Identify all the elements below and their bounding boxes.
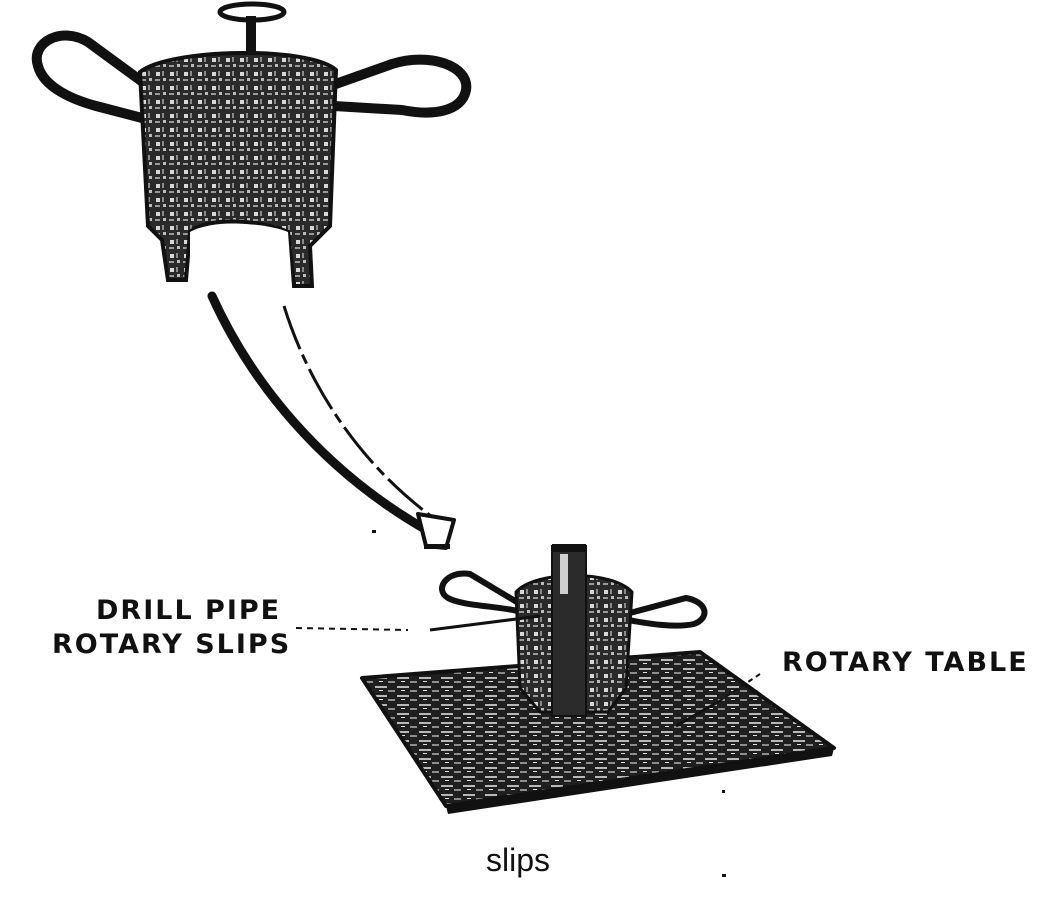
top-handle-stem <box>246 16 256 60</box>
rotary-table-label: ROTARY TABLE <box>782 647 1029 678</box>
scan-speck-2 <box>722 790 725 793</box>
scan-speck-3 <box>722 874 726 877</box>
small-left-handle <box>439 570 525 615</box>
rotary-table-assembly <box>360 544 836 814</box>
slips-basket-body <box>137 50 339 288</box>
arrow-outer-stroke <box>207 291 435 537</box>
slips-enlarged <box>31 1 472 288</box>
right-loop-handle <box>325 54 472 118</box>
leader-drill-pipe-dashed <box>295 627 409 631</box>
leader-drill-pipe-solid <box>429 614 541 632</box>
figure-caption: slips <box>486 842 551 878</box>
leader-rotary-table-solid <box>675 700 719 728</box>
scan-speck-1 <box>372 530 376 533</box>
small-right-handle <box>623 594 708 629</box>
curved-arrow <box>207 291 456 550</box>
leader-lines <box>295 614 761 728</box>
drill-pipe-top <box>552 544 586 552</box>
arrow-tip-mark <box>424 544 450 549</box>
arrow-inner-stroke <box>282 305 443 526</box>
arrow-head <box>416 512 456 550</box>
drill-pipe-label-line2: ROTARY SLIPS <box>52 629 292 660</box>
drill-pipe-label-line1: DRILL PIPE <box>96 595 282 626</box>
drill-pipe <box>551 545 587 717</box>
rotary-table-edge <box>446 748 834 814</box>
drill-pipe-highlight <box>560 554 568 594</box>
slips-basket-opening <box>190 223 292 286</box>
left-loop-handle <box>31 30 153 123</box>
